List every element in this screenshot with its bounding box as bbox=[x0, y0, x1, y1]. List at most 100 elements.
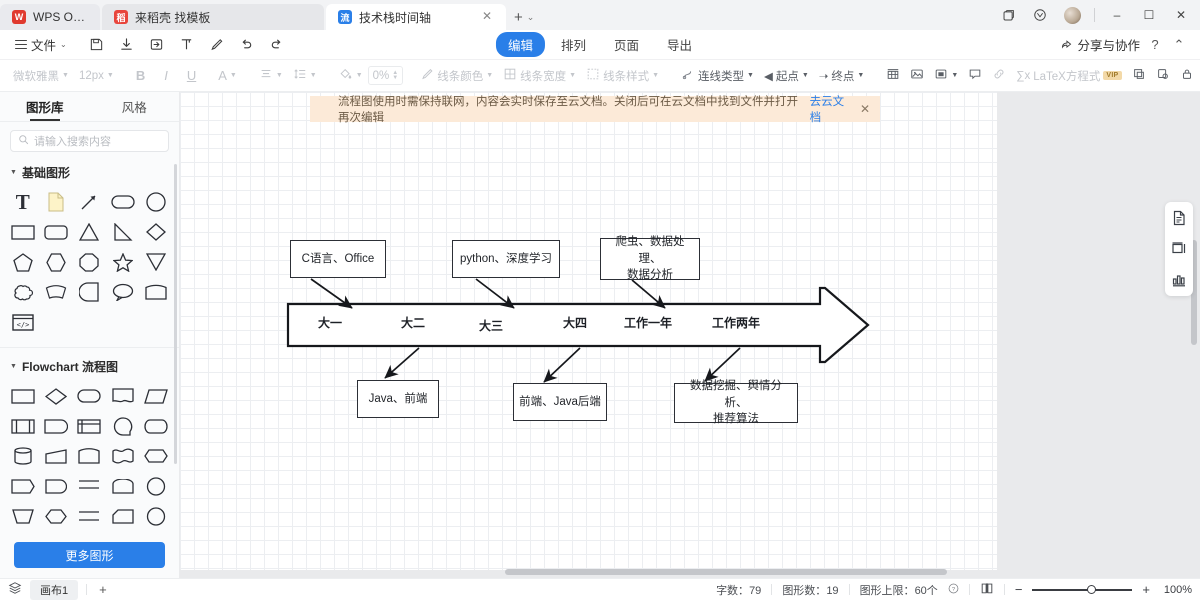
section-basic-shapes[interactable]: ▼ 基础图形 bbox=[0, 158, 179, 185]
diagram-node[interactable]: 前端、Java后端 bbox=[513, 383, 607, 421]
insert-image-button[interactable] bbox=[905, 64, 929, 87]
shape-cross-circle[interactable] bbox=[6, 531, 39, 536]
line-width-button[interactable]: 线条宽度 ▼ bbox=[498, 64, 581, 87]
shape-internal-storage[interactable] bbox=[39, 411, 72, 441]
canvas-page[interactable]: 大一 大二 大三 大四 工作一年 工作两年 C语言、Office python、… bbox=[180, 92, 997, 570]
shape-scroll-area[interactable]: ▼ 基础图形 T bbox=[0, 158, 179, 536]
chart-icon[interactable] bbox=[1169, 270, 1189, 290]
shape-rectangle[interactable] bbox=[6, 217, 39, 247]
font-size-select[interactable]: 12px ▼ bbox=[74, 67, 119, 85]
avatar[interactable] bbox=[1057, 2, 1087, 28]
opacity-stepper[interactable]: 0% ▲▼ bbox=[367, 66, 404, 85]
insert-table-button[interactable] bbox=[881, 64, 905, 87]
shape-card[interactable] bbox=[140, 277, 173, 307]
shape-document[interactable] bbox=[106, 381, 139, 411]
latex-button[interactable]: ∑x LaTeX方程式 VIP bbox=[1011, 65, 1126, 87]
shape-direct-access[interactable] bbox=[140, 411, 173, 441]
tab-style[interactable]: 风格 bbox=[121, 101, 147, 115]
search-input[interactable]: 请输入搜索内容 bbox=[10, 130, 169, 152]
shape-or-circle[interactable] bbox=[140, 501, 173, 531]
bold-button[interactable]: B bbox=[135, 68, 146, 83]
tab-docer-template[interactable]: 稻 来稻壳 找模板 bbox=[102, 4, 324, 30]
shape-summing-junction[interactable] bbox=[140, 471, 173, 501]
close-window-button[interactable]: ✕ bbox=[1175, 8, 1187, 22]
maximize-button[interactable]: ☐ bbox=[1143, 8, 1155, 22]
canvas-vertical-scrollbar[interactable] bbox=[1191, 240, 1197, 345]
shape-stored-data[interactable] bbox=[73, 411, 106, 441]
diagram-node[interactable]: 爬虫、数据处理、 数据分析 bbox=[600, 236, 700, 281]
help-icon[interactable]: ? bbox=[1151, 37, 1159, 52]
shape-octagon[interactable] bbox=[73, 247, 106, 277]
shape-data[interactable] bbox=[140, 381, 173, 411]
save-icon[interactable] bbox=[84, 33, 110, 57]
shape-hexagon[interactable] bbox=[39, 247, 72, 277]
zoom-out-button[interactable]: − bbox=[1014, 582, 1023, 597]
group-button[interactable] bbox=[1127, 64, 1151, 87]
insert-media-button[interactable]: ▼ bbox=[929, 64, 963, 87]
shape-hexagon-flow[interactable] bbox=[39, 501, 72, 531]
shape-star[interactable] bbox=[106, 247, 139, 277]
shape-circle[interactable] bbox=[140, 187, 173, 217]
tab-page[interactable]: 页面 bbox=[614, 39, 640, 53]
font-family-select[interactable]: 微软雅黑 ▼ bbox=[8, 65, 74, 87]
minimize-button[interactable]: – bbox=[1113, 8, 1121, 22]
layout-icon[interactable] bbox=[1169, 239, 1189, 259]
shape-rounded-rectangle[interactable] bbox=[39, 217, 72, 247]
shape-triangle[interactable] bbox=[73, 217, 106, 247]
stepper-arrows-icon[interactable]: ▲▼ bbox=[392, 69, 399, 81]
file-menu-button[interactable]: 文件 ⌄ bbox=[8, 32, 74, 57]
shape-inverted-triangle[interactable] bbox=[140, 247, 173, 277]
connector-type-button[interactable]: 连线类型 ▼ bbox=[676, 64, 759, 87]
shape-manual-operation[interactable] bbox=[73, 441, 106, 471]
shape-arrow-line[interactable] bbox=[73, 187, 106, 217]
undo-icon[interactable] bbox=[234, 33, 260, 57]
shape-decision[interactable] bbox=[39, 381, 72, 411]
panel-scrollbar[interactable] bbox=[174, 164, 177, 464]
shape-code-block[interactable]: </> bbox=[6, 307, 39, 337]
shape-sort-triangle[interactable] bbox=[140, 531, 173, 536]
shape-trapezoid[interactable] bbox=[6, 501, 39, 531]
download-icon[interactable] bbox=[114, 33, 140, 57]
copy-style-button[interactable] bbox=[1151, 64, 1175, 87]
layers-icon[interactable] bbox=[8, 581, 22, 598]
fill-button[interactable]: ▼ bbox=[334, 64, 368, 87]
tab-arrange[interactable]: 排列 bbox=[560, 39, 586, 53]
font-color-button[interactable]: A ▼ bbox=[213, 65, 242, 86]
format-painter-icon[interactable] bbox=[174, 33, 200, 57]
comment-button[interactable] bbox=[963, 64, 987, 87]
shape-database[interactable] bbox=[6, 441, 39, 471]
shape-x-circle[interactable] bbox=[39, 531, 72, 536]
shape-process[interactable] bbox=[6, 381, 39, 411]
diagram-node[interactable]: C语言、Office bbox=[290, 240, 386, 278]
redo-icon[interactable] bbox=[264, 33, 290, 57]
split-view-icon[interactable] bbox=[993, 2, 1023, 28]
tab-edit[interactable]: 编辑 bbox=[495, 32, 545, 57]
question-circle-icon[interactable]: ? bbox=[948, 583, 959, 597]
collapse-ribbon-icon[interactable]: ⌃ bbox=[1173, 36, 1185, 52]
canvas-horizontal-scrollbar[interactable] bbox=[505, 569, 947, 575]
shape-terminator[interactable] bbox=[73, 381, 106, 411]
line-style-button[interactable]: 线条样式 ▼ bbox=[581, 64, 664, 87]
sheet-tab-canvas1[interactable]: 画布1 bbox=[30, 579, 79, 600]
tab-export[interactable]: 导出 bbox=[667, 39, 693, 53]
zoom-slider-handle[interactable] bbox=[1087, 584, 1097, 594]
diagram-node[interactable]: Java、前端 bbox=[357, 380, 439, 418]
shape-right-triangle[interactable] bbox=[106, 217, 139, 247]
shape-cloud[interactable] bbox=[6, 277, 39, 307]
italic-button[interactable]: I bbox=[164, 68, 168, 83]
align-button[interactable]: ▼ bbox=[254, 64, 288, 87]
line-spacing-button[interactable]: ▼ bbox=[288, 64, 322, 87]
diagram-node[interactable]: python、深度学习 bbox=[452, 240, 560, 278]
chevron-down-icon[interactable]: ⌄ bbox=[526, 11, 535, 22]
tab-shape-library[interactable]: 图形库 bbox=[0, 92, 90, 121]
shape-diamond[interactable] bbox=[140, 217, 173, 247]
close-icon[interactable]: ✕ bbox=[481, 9, 493, 23]
diagram-node[interactable]: 数据挖掘、舆情分析、 推荐算法 bbox=[674, 380, 798, 425]
zoom-in-button[interactable]: + bbox=[1142, 582, 1150, 597]
shape-partial-circle[interactable] bbox=[73, 277, 106, 307]
banner-link[interactable]: 去云文档 bbox=[809, 96, 845, 124]
shape-predefined-process[interactable] bbox=[6, 411, 39, 441]
shape-delay[interactable] bbox=[39, 471, 72, 501]
book-icon[interactable] bbox=[980, 581, 994, 598]
more-shapes-button[interactable]: 更多图形 bbox=[14, 542, 165, 568]
